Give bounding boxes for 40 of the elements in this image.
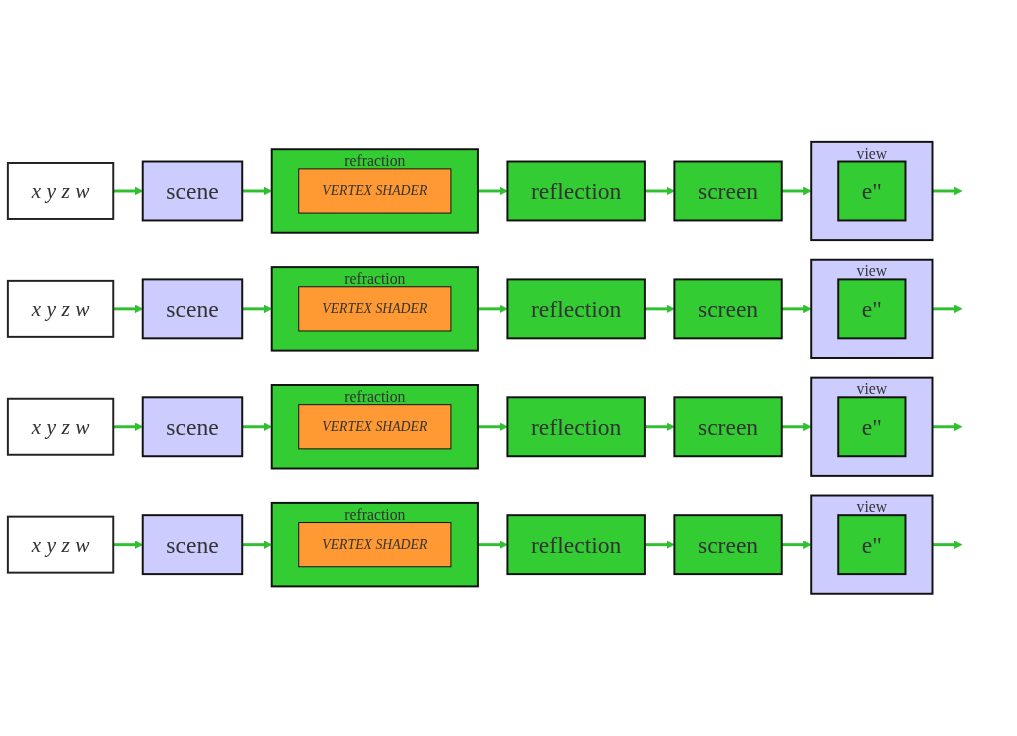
arrow — [932, 304, 963, 314]
node-box: e" — [837, 396, 907, 458]
node-box: x y z w — [6, 515, 115, 574]
node-box: scene — [141, 160, 244, 222]
node-box: e" — [837, 160, 907, 222]
node-box: reflection — [506, 514, 646, 576]
arrow — [644, 422, 675, 432]
arrow — [781, 540, 812, 550]
node-box: VERTEX SHADER — [298, 404, 452, 450]
arrow — [932, 422, 963, 432]
node-box: x y z w — [6, 162, 115, 221]
node-box: screen — [673, 160, 783, 222]
node-box: e" — [837, 514, 907, 576]
node-box: x y z w — [6, 397, 115, 456]
node-box: scene — [141, 514, 244, 576]
arrow — [781, 186, 812, 196]
node-box: screen — [673, 396, 783, 458]
node-box: e" — [837, 278, 907, 340]
arrow — [477, 422, 508, 432]
node-box: screen — [673, 278, 783, 340]
node-box: VERTEX SHADER — [298, 522, 452, 568]
arrow — [644, 186, 675, 196]
arrow — [781, 304, 812, 314]
arrow — [644, 540, 675, 550]
arrow — [644, 304, 675, 314]
arrow — [477, 304, 508, 314]
node-box: scene — [141, 396, 244, 458]
arrow — [477, 186, 508, 196]
node-box: reflection — [506, 160, 646, 222]
node-box: screen — [673, 514, 783, 576]
node-box: scene — [141, 278, 244, 340]
arrow — [932, 540, 963, 550]
arrow — [477, 540, 508, 550]
arrow — [932, 186, 963, 196]
node-box: x y z w — [6, 280, 115, 339]
node-box: VERTEX SHADER — [298, 168, 452, 214]
arrow — [781, 422, 812, 432]
node-box: reflection — [506, 278, 646, 340]
node-box: reflection — [506, 396, 646, 458]
node-box: VERTEX SHADER — [298, 286, 452, 332]
